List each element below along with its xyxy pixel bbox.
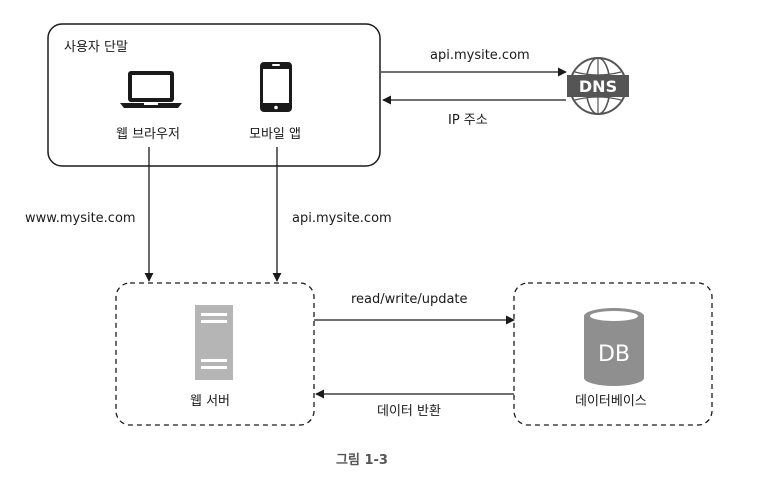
dns-globe-icon: DNS — [567, 57, 629, 115]
db-to-server-label: 데이터 반환 — [377, 404, 441, 419]
figure-caption: 그림 1-3 — [336, 453, 388, 468]
database-icon: DB — [584, 308, 644, 386]
browser-to-server-label: www.mysite.com — [25, 211, 136, 226]
database-label: 데이터베이스 — [575, 394, 647, 409]
dns-request-label: api.mysite.com — [430, 48, 530, 63]
laptop-icon — [120, 71, 182, 108]
web-server-box — [115, 282, 315, 426]
mobile-phone-icon — [260, 62, 292, 112]
server-icon — [195, 305, 233, 380]
db-icon-text: DB — [598, 342, 630, 367]
dns-response-label: IP 주소 — [448, 113, 488, 128]
dns-icon-text: DNS — [579, 77, 617, 96]
database-box — [513, 282, 713, 426]
user-terminal-title: 사용자 단말 — [64, 40, 128, 55]
web-server-label: 웹 서버 — [190, 394, 231, 409]
app-to-server-label: api.mysite.com — [292, 211, 392, 226]
server-to-db-label: read/write/update — [351, 292, 468, 307]
mobile-app-label: 모바일 앱 — [249, 127, 301, 142]
user-terminal-box — [47, 23, 381, 167]
web-browser-label: 웹 브라우저 — [116, 127, 180, 142]
